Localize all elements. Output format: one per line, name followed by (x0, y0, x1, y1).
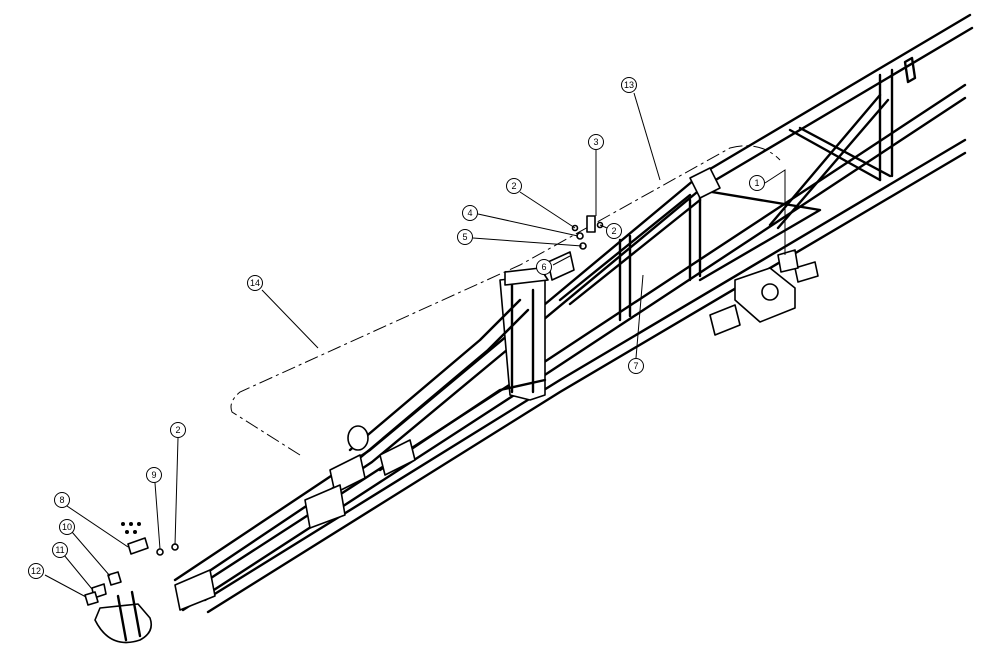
callout-5-label: 5 (462, 232, 467, 242)
middle-boom-rail-inner (181, 96, 967, 612)
truss-diagonal-1 (788, 126, 892, 182)
callout-3-label: 3 (593, 137, 598, 147)
leader-10 (71, 531, 111, 577)
end-hardware (84, 522, 179, 606)
breakaway-spring (116, 590, 142, 642)
bushing-10-hardware (107, 571, 122, 586)
truss-diagonal-3 (698, 188, 822, 282)
callout-2-top-label: 2 (511, 181, 516, 191)
callout-7-label: 7 (633, 361, 638, 371)
leader-4 (477, 213, 579, 237)
callout-8: 8 (54, 492, 70, 508)
leader-14 (261, 289, 319, 349)
callout-4-label: 4 (467, 208, 472, 218)
callout-14-label: 14 (250, 278, 260, 288)
boom-bracket-4 (174, 569, 216, 611)
leader-12 (44, 574, 87, 598)
callout-11-label: 11 (55, 545, 64, 555)
nozzle-12-hardware (84, 591, 99, 606)
callout-6: 6 (536, 259, 552, 275)
mast-detail (510, 283, 535, 394)
valve-top-fitting (777, 249, 799, 273)
leader-13 (633, 92, 661, 181)
callout-11: 11 (52, 542, 68, 558)
pin-3-hardware (586, 215, 596, 233)
mast-top-pivot (504, 267, 549, 286)
callout-1-label: 1 (754, 178, 759, 188)
washer-9-hardware (156, 548, 164, 556)
callout-2-right-label: 2 (611, 226, 616, 236)
truss-diagonal-4 (558, 193, 702, 306)
leader-2-top (519, 191, 576, 229)
valve-manifold (709, 249, 819, 336)
callout-12-label: 12 (31, 566, 41, 576)
leader-11 (63, 554, 93, 590)
bracket-6-hardware (547, 251, 575, 281)
callout-2-right: 2 (606, 223, 622, 239)
leader-2-bottom (174, 437, 179, 546)
lift-ring (347, 425, 369, 451)
plate-8-hardware (127, 537, 149, 555)
callout-12: 12 (28, 563, 44, 579)
boom-bracket-3 (304, 484, 346, 529)
callout-7: 7 (628, 358, 644, 374)
callout-5: 5 (457, 229, 473, 245)
callout-3: 3 (588, 134, 604, 150)
hardware-dot-2 (129, 522, 133, 526)
boom-frame (94, 13, 974, 644)
hardware-dot-4 (125, 530, 129, 534)
callouts: 1 2 2 3 4 5 6 7 (28, 77, 765, 579)
phantom-boom-outline (230, 145, 781, 456)
valve-inlet-fitting (709, 304, 741, 336)
callout-2-bottom: 2 (170, 422, 186, 438)
leader-6 (552, 255, 571, 266)
callout-10-label: 10 (62, 522, 72, 532)
lower-boom-rail-inner (206, 151, 967, 614)
valve-knob (761, 283, 779, 301)
leader-8 (63, 503, 129, 548)
pivot-hinge-plate (689, 167, 721, 199)
pivot-hardware (547, 215, 604, 281)
lower-boom-rail (203, 138, 967, 602)
callout-2-bottom-label: 2 (175, 425, 180, 435)
leader-2-right (599, 224, 608, 229)
truss-vertical-1 (878, 68, 894, 182)
leader-5 (472, 237, 583, 247)
callout-14: 14 (247, 275, 263, 291)
callout-13-label: 13 (624, 80, 634, 90)
mast-diagonal-brace (348, 298, 530, 464)
upper-boom-rail-inner (176, 26, 974, 594)
truss-vertical-3 (618, 234, 632, 322)
sway-bracket-1 (379, 439, 416, 476)
valve-outlet-fitting (794, 261, 819, 283)
hardware-dot-5 (133, 530, 137, 534)
leader-9 (154, 482, 161, 550)
callout-6-label: 6 (541, 262, 546, 272)
boom-tip-bracket (903, 56, 917, 84)
callout-9: 9 (146, 467, 162, 483)
leader-7 (635, 274, 644, 359)
hardware-dot-3 (137, 522, 141, 526)
callout-1: 1 (749, 175, 765, 191)
truss-vertical-2 (688, 194, 702, 282)
callout-2-top: 2 (506, 178, 522, 194)
hardware-dot-1 (121, 522, 125, 526)
callout-13: 13 (621, 77, 637, 93)
sway-bracket-2 (329, 454, 366, 494)
callout-4: 4 (462, 205, 478, 221)
callout-8-label: 8 (59, 495, 64, 505)
lower-brace (378, 378, 547, 472)
callout-10: 10 (59, 519, 75, 535)
leader-1 (764, 169, 786, 255)
leader-lines (44, 92, 786, 598)
callout-9-label: 9 (151, 470, 156, 480)
